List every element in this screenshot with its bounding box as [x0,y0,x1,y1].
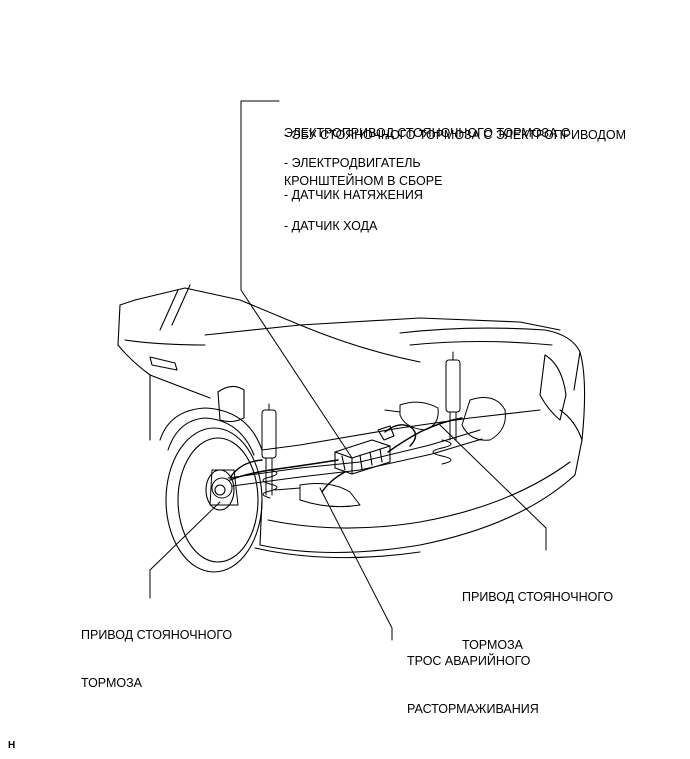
car-body-outline [117,284,586,573]
actuator-item-stroke-sensor: - ДАТЧИК ХОДА [284,219,378,233]
emergency-cable-callout: ТРОС АВАРИЙНОГО РАСТОРМАЖИВАНИЯ [407,621,539,733]
corner-mark: H [8,740,16,751]
suspension-assembly [209,351,506,508]
emergency-cable-line2: РАСТОРМАЖИВАНИЯ [407,702,539,716]
parking-brake-cables [229,417,463,493]
parking-brake-actuator-unit [334,425,395,475]
parking-brake-left-callout: ПРИВОД СТОЯНОЧНОГО ТОРМОЗА [81,595,232,707]
emergency-cable-line1: ТРОС АВАРИЙНОГО [407,654,531,668]
parking-brake-left-line1: ПРИВОД СТОЯНОЧНОГО [81,628,233,642]
actuator-item-ecu: - ЭБУ СТОЯНОЧНОГО ТОРМОЗА С ЭЛЕКТРОПРИВО… [284,128,627,142]
actuator-assembly-callout: ЭЛЕКТРОПРИВОД СТОЯНОЧНОГО ТОРМОЗА С КРОН… [284,93,570,205]
leader-lines [149,100,547,641]
parking-brake-right-line1: ПРИВОД СТОЯНОЧНОГО [462,590,614,604]
actuator-assembly-title-line2: КРОНШТЕЙНОМ В СБОРЕ [284,174,443,188]
actuator-item-motor: - ЭЛЕКТРОДВИГАТЕЛЬ [284,156,421,170]
parking-brake-right-callout: ПРИВОД СТОЯНОЧНОГО ТОРМОЗА [462,557,613,669]
parking-brake-left-line2: ТОРМОЗА [81,676,143,690]
parking-brake-right-line2: ТОРМОЗА [462,638,524,652]
actuator-assembly-title-line1: ЭЛЕКТРОПРИВОД СТОЯНОЧНОГО ТОРМОЗА С [284,126,570,140]
actuator-item-tension-sensor: - ДАТЧИК НАТЯЖЕНИЯ [284,188,423,202]
